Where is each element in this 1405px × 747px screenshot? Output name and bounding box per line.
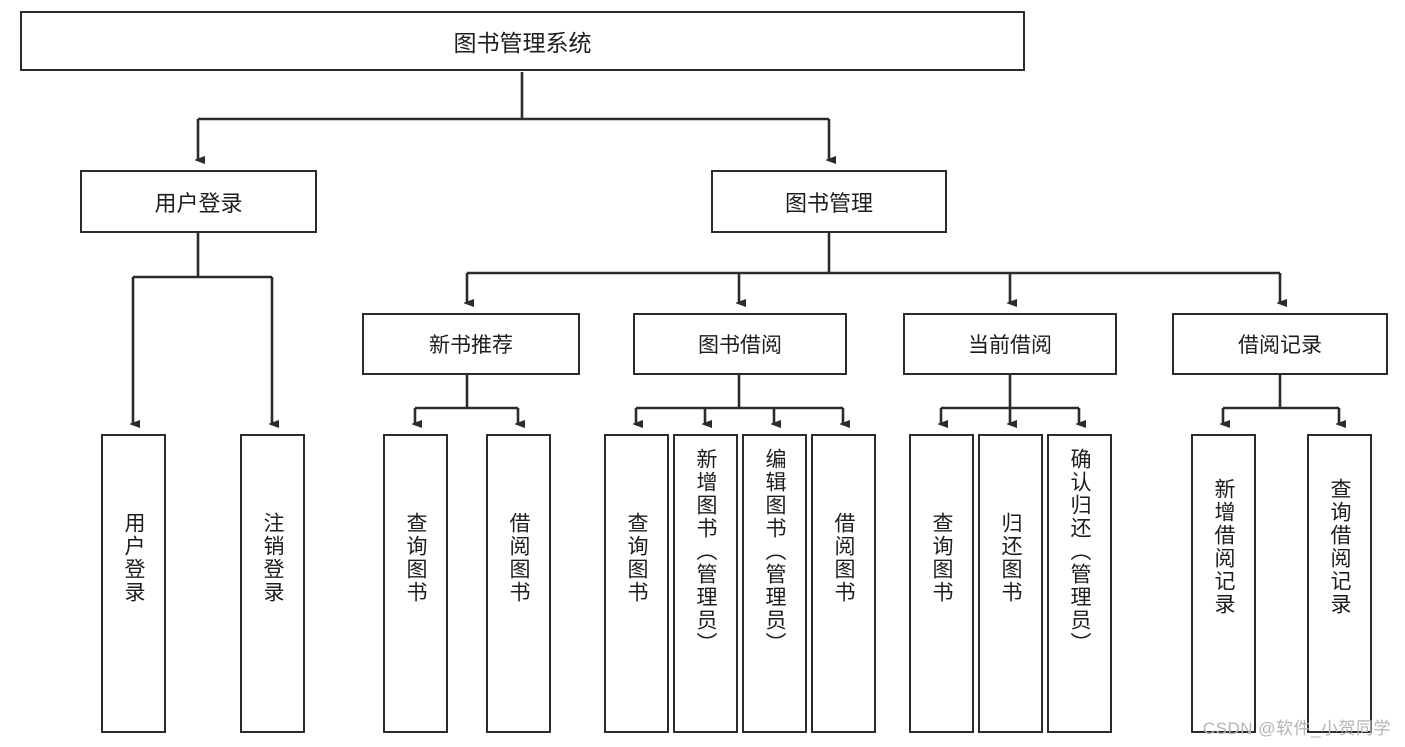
leaf-edit-book[interactable]: 编辑图书（管理员）: [742, 434, 807, 733]
leaf-query-record[interactable]: 查询借阅记录: [1307, 434, 1372, 733]
leaf-confirm-return-label: 确认归还（管理员）: [1068, 448, 1091, 655]
watermark: CSDN @软件_小贺同学: [1202, 719, 1391, 738]
node-borrow-record-label: 借阅记录: [1238, 334, 1322, 357]
leaf-add-book-label: 新增图书（管理员）: [694, 448, 717, 655]
node-new-book-recommend[interactable]: 新书推荐: [362, 313, 580, 375]
node-user-login[interactable]: 用户登录: [80, 170, 317, 233]
leaf-query-book-3-label: 查询图书: [930, 512, 953, 604]
leaf-query-book-1[interactable]: 查询图书: [383, 434, 448, 733]
leaf-add-book[interactable]: 新增图书（管理员）: [673, 434, 738, 733]
leaf-query-book-2-label: 查询图书: [625, 512, 648, 604]
leaf-add-record[interactable]: 新增借阅记录: [1191, 434, 1256, 733]
leaf-borrow-book-2-label: 借阅图书: [832, 512, 855, 604]
leaf-borrow-book-1-label: 借阅图书: [507, 512, 530, 604]
leaf-borrow-book-1[interactable]: 借阅图书: [486, 434, 551, 733]
node-book-manage[interactable]: 图书管理: [711, 170, 947, 233]
node-user-login-label: 用户登录: [154, 190, 243, 216]
node-borrow-record[interactable]: 借阅记录: [1172, 313, 1388, 375]
node-book-borrow[interactable]: 图书借阅: [633, 313, 847, 375]
leaf-return-book[interactable]: 归还图书: [978, 434, 1043, 733]
leaf-user-logout-label: 注销登录: [261, 512, 284, 604]
node-book-manage-label: 图书管理: [784, 190, 873, 216]
node-new-book-recommend-label: 新书推荐: [429, 334, 513, 357]
leaf-user-login[interactable]: 用户登录: [101, 434, 166, 733]
node-root[interactable]: 图书管理系统: [20, 11, 1025, 71]
leaf-confirm-return[interactable]: 确认归还（管理员）: [1047, 434, 1112, 733]
leaf-add-record-label: 新增借阅记录: [1212, 478, 1235, 616]
leaf-edit-book-label: 编辑图书（管理员）: [763, 448, 786, 655]
leaf-query-book-3[interactable]: 查询图书: [909, 434, 974, 733]
leaf-query-book-2[interactable]: 查询图书: [604, 434, 669, 733]
leaf-user-logout[interactable]: 注销登录: [240, 434, 305, 733]
node-current-borrow[interactable]: 当前借阅: [903, 313, 1117, 375]
leaf-return-book-label: 归还图书: [999, 512, 1022, 604]
leaf-user-login-label: 用户登录: [122, 512, 145, 604]
leaf-query-record-label: 查询借阅记录: [1328, 478, 1351, 616]
node-current-borrow-label: 当前借阅: [968, 334, 1052, 357]
leaf-borrow-book-2[interactable]: 借阅图书: [811, 434, 876, 733]
node-book-borrow-label: 图书借阅: [698, 334, 782, 357]
node-root-label: 图书管理系统: [453, 30, 592, 56]
leaf-query-book-1-label: 查询图书: [404, 512, 427, 604]
